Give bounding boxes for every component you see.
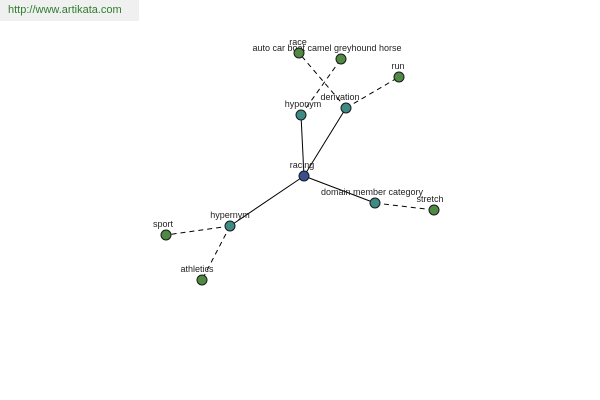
edge-derivation-race [298, 52, 347, 109]
edge-hyponym-boat_race [300, 58, 342, 116]
edge-racing-derivation [303, 107, 347, 177]
edge-domain_member_category-stretch [374, 202, 435, 211]
node-stretch[interactable] [428, 204, 440, 216]
edge-racing-domain_member_category [303, 175, 376, 204]
node-label-hyponym[interactable]: hyponym [285, 99, 322, 109]
edge-hypernym-sport [165, 225, 231, 236]
edge-hypernym-athletics [201, 225, 231, 281]
node-race[interactable] [293, 47, 305, 59]
node-athletics[interactable] [196, 274, 208, 286]
edge-racing-hyponym [300, 114, 305, 177]
edge-derivation-run [345, 76, 400, 109]
node-boat_race[interactable] [335, 53, 347, 65]
node-label-sport[interactable]: sport [153, 219, 174, 229]
node-run[interactable] [393, 71, 405, 83]
node-label-athletics[interactable]: athletics [180, 264, 214, 274]
node-label-stretch[interactable]: stretch [416, 194, 443, 204]
edge-racing-hypernym [229, 175, 305, 227]
edges-layer [165, 52, 435, 281]
node-label-racing[interactable]: racing [290, 160, 315, 170]
node-domain_member_category[interactable] [369, 197, 381, 209]
watermark-url[interactable]: http://www.artikata.com [0, 0, 139, 21]
node-label-hypernym[interactable]: hypernym [210, 210, 250, 220]
node-hyponym[interactable] [295, 109, 307, 121]
node-label-derivation[interactable]: derivation [320, 92, 359, 102]
nodes-layer [160, 47, 440, 286]
node-label-run[interactable]: run [391, 61, 404, 71]
node-label-boat_race[interactable]: auto car boat camel greyhound horse [252, 43, 401, 53]
node-sport[interactable] [160, 229, 172, 241]
node-derivation[interactable] [340, 102, 352, 114]
node-racing[interactable] [298, 170, 310, 182]
node-hypernym[interactable] [224, 220, 236, 232]
node-label-domain_member_category[interactable]: domain member category [321, 187, 424, 197]
node-label-race[interactable]: race [289, 37, 307, 47]
